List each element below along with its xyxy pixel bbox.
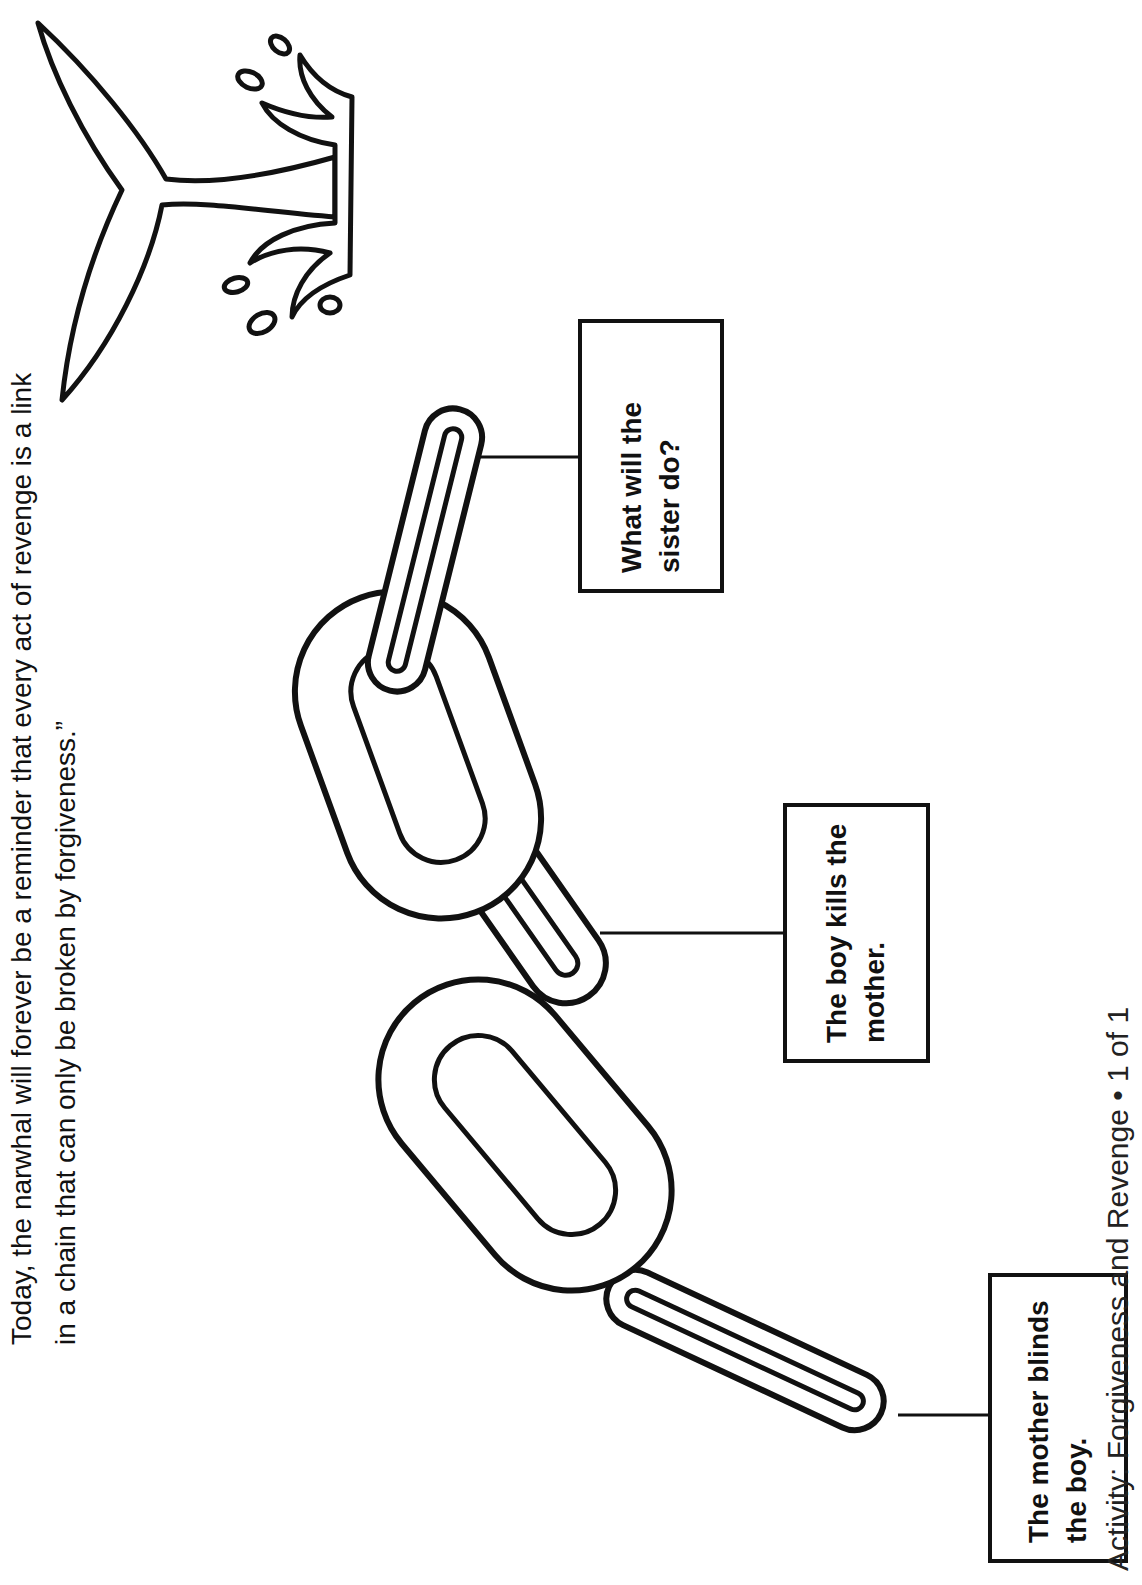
event-box: The boy kills the mother. [783, 803, 930, 1063]
link-hole [386, 427, 463, 673]
leader-line [470, 456, 578, 459]
event-text: The mother blinds the boy. [1020, 1293, 1096, 1543]
splash-drop [267, 33, 293, 58]
chain-link [362, 402, 488, 697]
splash-drop [235, 67, 265, 92]
splash-drop [320, 297, 340, 313]
link-outline [597, 1260, 893, 1439]
leader-line [898, 1414, 988, 1417]
link-hole [624, 1287, 866, 1412]
splash-drop [223, 275, 250, 295]
event-text: What will the sister do? [613, 339, 689, 573]
footer-text: Activity: Forgiveness and Revenge • 1 of… [1100, 571, 1136, 1571]
link-outline [362, 402, 488, 697]
link-outline [338, 939, 713, 1332]
narwhal-tail [38, 23, 352, 400]
chain-link [597, 1260, 893, 1439]
event-text: The boy kills the mother. [818, 823, 894, 1043]
chain-link [338, 939, 713, 1332]
water-splash [250, 55, 352, 317]
splash-drop [245, 308, 278, 338]
quote-text: Today, the narwhal will forever be a rem… [0, 345, 88, 1345]
event-box: What will the sister do? [578, 319, 724, 593]
link-hole [416, 1017, 633, 1252]
tail-fluke [38, 23, 335, 400]
leader-line [600, 932, 783, 935]
